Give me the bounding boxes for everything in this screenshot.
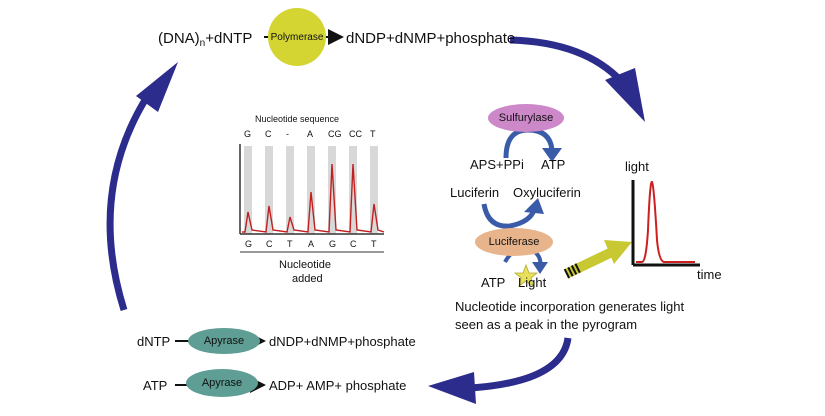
detector-plot	[631, 180, 700, 267]
polymerase-reactants: (DNA)n+dNTP	[158, 31, 252, 49]
apyrase-enzyme-2: Apyrase	[186, 369, 258, 397]
pyrogram-band	[349, 146, 357, 234]
light-star-icon	[513, 263, 539, 287]
cycle-arrow-bottom	[469, 337, 572, 392]
apyrase-products-2: ADP+ AMP+ phosphate	[269, 378, 407, 393]
pyrogram-bottom-label: G	[329, 239, 337, 249]
pyrogram-band	[244, 146, 252, 234]
pyrogram-top-label: C	[265, 129, 272, 139]
pyrogram-trace	[242, 163, 385, 233]
pyrogram-bottom-label: C	[350, 239, 357, 249]
apyrase-substrate-2: ATP	[143, 378, 168, 393]
oxyluciferin-label: Oxyluciferin	[513, 185, 581, 200]
pyrogram-top-label: CC	[349, 129, 362, 139]
detector-x-label: time	[697, 267, 722, 282]
light-label: Light	[518, 275, 547, 290]
pyrogram-panel	[239, 144, 385, 253]
cycle-arrow-left	[106, 98, 149, 312]
pyrogram-band	[286, 146, 294, 234]
apyrase-products-1: dNDP+dNMP+phosphate	[269, 334, 416, 349]
dna-prefix: (DNA)	[158, 30, 200, 47]
pyrogram-caption-line2: added	[292, 273, 323, 285]
pyrogram-bottom-label: T	[287, 239, 293, 249]
pyrogram-band	[328, 146, 336, 234]
polymerase-products: dNDP+dNMP+phosphate	[346, 30, 516, 47]
luciferase-label: Luciferase	[488, 236, 540, 248]
cycle-arrow-left-head	[136, 62, 178, 112]
luciferin-label: Luciferin	[450, 185, 500, 200]
apyrase-substrate-1: dNTP	[137, 334, 171, 349]
pyrogram-caption-line1: Nucleotide	[279, 259, 331, 271]
polymerase-enzyme: Polymerase	[268, 8, 326, 66]
pyrogram-title: Nucleotide sequence	[255, 114, 340, 124]
luciferase-arrow-head	[524, 198, 544, 214]
polymerase-label: Polymerase	[270, 31, 324, 43]
luciferase-arrow	[481, 203, 537, 229]
apyrase-enzyme-1: Apyrase	[188, 328, 260, 354]
dna-subscript: n	[199, 38, 206, 49]
cycle-arrow-bottom-head	[428, 372, 476, 404]
pyrogram-bottom-label: A	[308, 239, 315, 249]
sulfurylase-arrow-head	[542, 148, 562, 162]
cycle-arrow-top-right-head	[605, 68, 645, 122]
luciferase-enzyme: Luciferase	[475, 228, 553, 256]
light-beam-arrow	[563, 240, 632, 279]
sulfurylase-product: ATP	[541, 157, 566, 172]
pyrogram-band	[370, 146, 378, 234]
pyrogram-top-label: -	[286, 129, 289, 139]
pyrogram-top-label: G	[244, 129, 252, 139]
pyrogram-bottom-label: C	[266, 239, 273, 249]
cycle-arrow-top-right	[509, 36, 625, 85]
pyrogram-top-label: A	[307, 129, 314, 139]
caption-line1: Nucleotide incorporation generates light	[455, 299, 685, 314]
caption-line2: seen as a peak in the pyrogram	[455, 317, 638, 332]
pyrogram-bottom-label: G	[245, 239, 253, 249]
apyrase-label-2: Apyrase	[201, 377, 243, 389]
sulfurylase-enzyme: Sulfurylase	[488, 104, 564, 132]
pyrogram-top-label: CG	[328, 129, 342, 139]
pyrogram-top-label: T	[370, 129, 376, 139]
sulfurylase-substrates: APS+PPi	[470, 157, 524, 172]
atp-light-arrow-head	[532, 262, 548, 274]
luciferase-atp: ATP	[481, 275, 506, 290]
detector-y-label: light	[625, 159, 649, 174]
sulfurylase-label: Sulfurylase	[498, 112, 554, 124]
pyrogram-bottom-label: T	[371, 239, 377, 249]
pyrogram-band	[265, 146, 273, 234]
sulfurylase-arrow	[503, 127, 555, 159]
reactant-rest: +dNTP	[205, 30, 253, 47]
pyrogram-band	[307, 146, 315, 234]
detector-peak	[636, 180, 695, 263]
apyrase-label-1: Apyrase	[203, 335, 245, 347]
